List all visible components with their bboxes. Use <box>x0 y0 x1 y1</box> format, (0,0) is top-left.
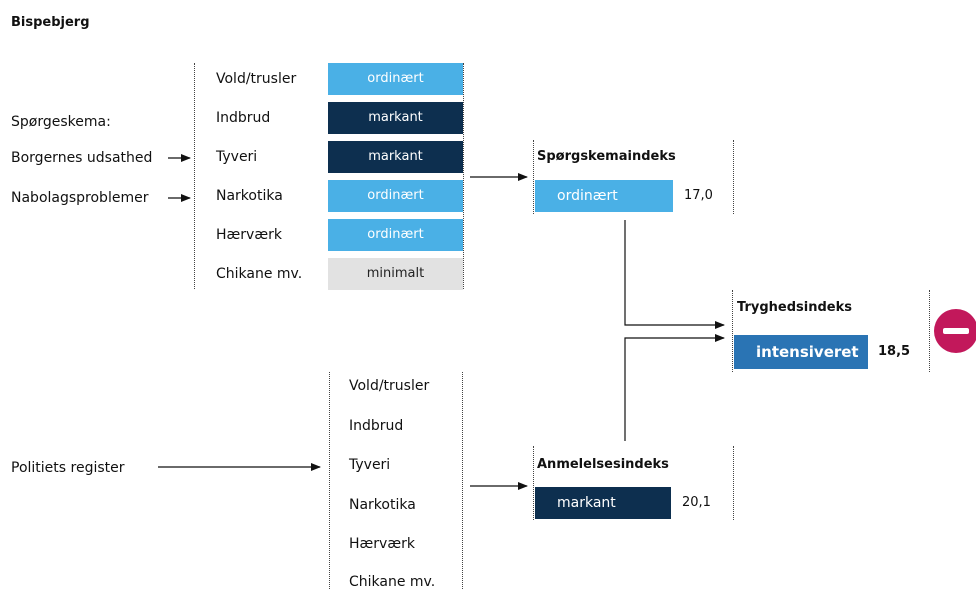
p-category-label: Vold/trusler <box>349 378 430 394</box>
minus-circle-icon <box>934 309 976 353</box>
page-title: Bispebjerg <box>11 15 90 30</box>
p-category-label: Hærværk <box>349 536 415 552</box>
report-index-right-rule <box>733 446 734 520</box>
p-category-label: Indbrud <box>349 418 404 434</box>
input-label-udsathed: Borgernes udsathed <box>11 150 153 166</box>
report-index-left-rule <box>533 446 534 520</box>
survey-index-level: ordinært <box>535 180 673 212</box>
report-index-level: markant <box>535 487 671 519</box>
input-label-nabolag: Nabolagsproblemer <box>11 190 149 206</box>
q-category-label: Hærværk <box>216 227 282 243</box>
q-category-label: Chikane mv. <box>216 266 303 282</box>
survey-index-left-rule <box>533 140 534 214</box>
safety-index-title: Tryghedsindeks <box>737 300 852 315</box>
survey-index-value: 17,0 <box>684 188 713 203</box>
report-index-title: Anmelelsesindeks <box>537 457 669 472</box>
safety-index-left-rule <box>732 290 733 372</box>
safety-index-right-rule <box>929 290 930 372</box>
arrow-survey-to-safety <box>624 220 725 329</box>
q-category-label: Tyveri <box>216 149 258 165</box>
police-left-divider <box>329 372 330 589</box>
q-level-cell: markant <box>328 141 463 173</box>
police-right-divider <box>462 372 463 589</box>
p-category-label: Tyveri <box>349 457 391 473</box>
safety-index-level: intensiveret <box>734 335 868 369</box>
q-category-label: Indbrud <box>216 110 271 126</box>
questionnaire-label: Spørgeskema: <box>11 114 111 130</box>
p-category-label: Narkotika <box>349 497 416 513</box>
questionnaire-divider <box>194 63 195 289</box>
q-level-cell: ordinært <box>328 219 463 251</box>
q-level-cell: ordinært <box>328 180 463 212</box>
q-level-cell: minimalt <box>328 258 463 290</box>
survey-index-right-rule <box>733 140 734 214</box>
q-level-cell: markant <box>328 102 463 134</box>
minus-bar <box>943 328 969 334</box>
questionnaire-right-divider <box>463 63 464 289</box>
arrow-report-to-safety <box>624 334 725 441</box>
safety-index-value: 18,5 <box>878 344 911 359</box>
report-index-value: 20,1 <box>682 495 711 510</box>
police-register-label: Politiets register <box>11 460 125 476</box>
survey-index-title: Spørgskemaindeks <box>537 149 676 164</box>
p-category-label: Chikane mv. <box>349 574 436 590</box>
q-category-label: Vold/trusler <box>216 71 297 87</box>
q-level-cell: ordinært <box>328 63 463 95</box>
q-category-label: Narkotika <box>216 188 283 204</box>
